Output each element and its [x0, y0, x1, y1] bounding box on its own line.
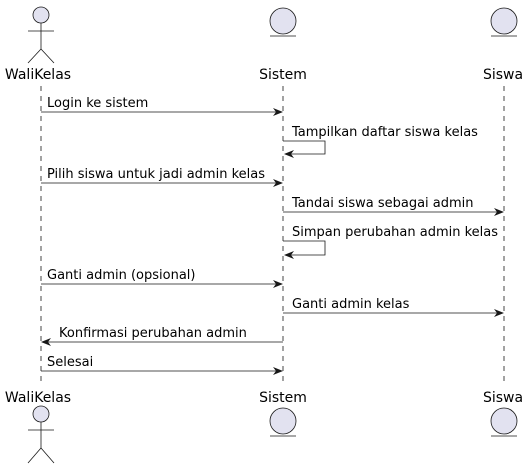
- entity-siswa-bottom: Siswa: [483, 390, 523, 437]
- message-label: Konfirmasi perubahan admin: [59, 326, 247, 341]
- arrowhead-icon: [273, 108, 283, 116]
- message-1: Login ke sistem: [41, 96, 283, 116]
- arrowhead-icon: [494, 208, 504, 216]
- message-8: Konfirmasi perubahan admin: [41, 326, 283, 346]
- entity-icon: [490, 7, 518, 37]
- actor-icon: [27, 6, 55, 64]
- message-label: Ganti admin kelas: [292, 297, 410, 312]
- entity-icon: [490, 407, 518, 437]
- message-label: Login ke sistem: [47, 96, 148, 111]
- entity-sistem-bottom: Sistem: [259, 390, 307, 437]
- actor-walikelas-top: WaliKelas: [5, 6, 71, 83]
- participant-label-siswa: Siswa: [483, 390, 523, 406]
- message-label: Pilih siswa untuk jadi admin kelas: [47, 167, 265, 182]
- participant-label-sistem: Sistem: [259, 67, 307, 83]
- participant-label-walikelas: WaliKelas: [5, 67, 71, 83]
- message-5-self: Simpan perubahan admin kelas: [283, 225, 498, 259]
- participant-label-sistem: Sistem: [259, 390, 307, 406]
- message-4: Tandai siswa sebagai admin: [283, 196, 504, 216]
- entity-icon: [269, 7, 297, 37]
- participant-label-siswa: Siswa: [483, 67, 523, 83]
- arrowhead-icon: [284, 251, 294, 259]
- arrowhead-icon: [494, 309, 504, 317]
- actor-walikelas-bottom: WaliKelas: [5, 390, 71, 464]
- message-label: Simpan perubahan admin kelas: [292, 225, 498, 240]
- entity-sistem-top: Sistem: [259, 7, 307, 83]
- participant-label-walikelas: WaliKelas: [5, 390, 71, 406]
- actor-icon: [27, 405, 55, 464]
- arrowhead-icon: [284, 150, 294, 158]
- arrowhead-icon: [273, 280, 283, 288]
- message-label: Ganti admin (opsional): [47, 268, 196, 283]
- message-9: Selesai: [41, 355, 283, 375]
- arrowhead-icon: [41, 338, 51, 346]
- message-2-self: Tampilkan daftar siswa kelas: [283, 125, 478, 158]
- message-label: Tampilkan daftar siswa kelas: [291, 125, 478, 140]
- arrowhead-icon: [273, 367, 283, 375]
- message-7: Ganti admin kelas: [283, 297, 504, 317]
- arrowhead-icon: [273, 179, 283, 187]
- entity-icon: [269, 407, 297, 437]
- message-label: Tandai siswa sebagai admin: [291, 196, 474, 211]
- entity-siswa-top: Siswa: [483, 7, 523, 83]
- message-label: Selesai: [47, 355, 93, 370]
- message-3: Pilih siswa untuk jadi admin kelas: [41, 167, 283, 187]
- message-6: Ganti admin (opsional): [41, 268, 283, 288]
